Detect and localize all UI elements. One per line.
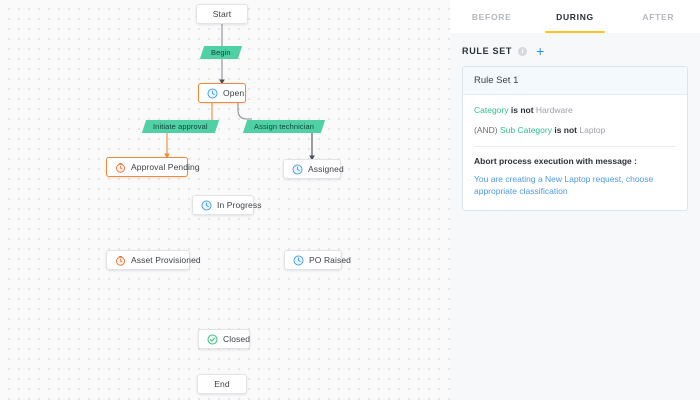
transition-begin-label: Begin xyxy=(211,48,231,57)
node-assigned-label: Assigned xyxy=(308,164,344,174)
node-approval-pending[interactable]: Approval Pending xyxy=(106,157,200,177)
rule-set-card[interactable]: Rule Set 1 Category is not Hardware (AND… xyxy=(462,66,688,211)
phase-tabs: BEFORE DURING AFTER xyxy=(450,0,700,33)
condition-conjunction: (AND) xyxy=(474,125,498,136)
transition-initiate-approval-label: Initiate approval xyxy=(153,122,208,131)
stopwatch-icon xyxy=(115,255,126,266)
action-label: Abort process execution with message : xyxy=(474,155,637,166)
clock-icon xyxy=(201,200,212,210)
condition-row[interactable]: Category is not Hardware xyxy=(474,105,676,116)
node-in-progress[interactable]: In Progress xyxy=(192,195,261,215)
condition-row[interactable]: (AND) Sub Category is not Laptop xyxy=(474,125,676,136)
rule-set-name: Rule Set 1 xyxy=(474,75,519,86)
action-message: You are creating a New Laptop request, c… xyxy=(474,173,654,197)
tab-after-label: AFTER xyxy=(642,11,675,22)
node-assigned[interactable]: Assigned xyxy=(283,159,344,179)
ruleset-title: RULE SET xyxy=(462,46,513,56)
tab-before[interactable]: BEFORE xyxy=(450,0,533,33)
add-ruleset-button[interactable]: + xyxy=(536,42,545,59)
ruleset-header: RULE SET i + xyxy=(462,33,688,66)
condition-value: Hardware xyxy=(535,105,573,115)
tab-during[interactable]: DURING xyxy=(533,0,616,33)
tab-during-label: DURING xyxy=(556,11,594,22)
transition-initiate-approval[interactable]: Initiate approval xyxy=(141,120,219,133)
divider xyxy=(474,145,676,147)
node-in-progress-label: In Progress xyxy=(217,200,262,210)
node-end[interactable]: End xyxy=(197,374,247,394)
transition-assign-technician-label: Assign technician xyxy=(254,122,315,131)
condition-operator: is not xyxy=(510,105,534,115)
rule-set-card-header[interactable]: Rule Set 1 xyxy=(463,67,687,95)
clock-icon xyxy=(293,255,304,265)
rule-panel-body: RULE SET i + Rule Set 1 Category is not … xyxy=(450,33,700,400)
node-closed-label: Closed xyxy=(223,334,251,344)
node-open-label: Open xyxy=(223,88,245,98)
node-start-label: Start xyxy=(212,9,232,19)
tab-before-label: BEFORE xyxy=(471,11,512,22)
stopwatch-icon xyxy=(115,162,126,173)
rule-panel: BEFORE DURING AFTER RULE SET i + Rule Se… xyxy=(450,0,700,400)
clock-icon xyxy=(292,164,303,174)
workflow-canvas[interactable]: Begin Initiate approval Assign technicia… xyxy=(0,0,450,400)
info-icon[interactable]: i xyxy=(518,46,528,56)
node-po-raised[interactable]: PO Raised xyxy=(284,250,351,270)
node-po-raised-label: PO Raised xyxy=(309,255,352,265)
tab-after[interactable]: AFTER xyxy=(617,0,700,33)
condition-field: Sub Category xyxy=(499,125,552,136)
transition-begin[interactable]: Begin xyxy=(199,46,242,59)
node-asset-provisioned[interactable]: Asset Provisioned xyxy=(106,250,201,270)
clock-icon xyxy=(207,88,218,98)
condition-operator: is not xyxy=(554,125,578,136)
node-open[interactable]: Open xyxy=(198,83,246,103)
node-start[interactable]: Start xyxy=(196,4,248,24)
check-circle-icon xyxy=(207,334,218,344)
rule-set-card-body: Category is not Hardware (AND) Sub Categ… xyxy=(463,95,687,210)
node-asset-provisioned-label: Asset Provisioned xyxy=(131,255,201,265)
transition-assign-technician[interactable]: Assign technician xyxy=(242,120,326,133)
node-end-label: End xyxy=(214,379,230,389)
node-approval-pending-label: Approval Pending xyxy=(131,162,200,172)
condition-value: Laptop xyxy=(579,125,606,136)
node-closed[interactable]: Closed xyxy=(198,329,250,349)
condition-field: Category xyxy=(474,105,509,115)
